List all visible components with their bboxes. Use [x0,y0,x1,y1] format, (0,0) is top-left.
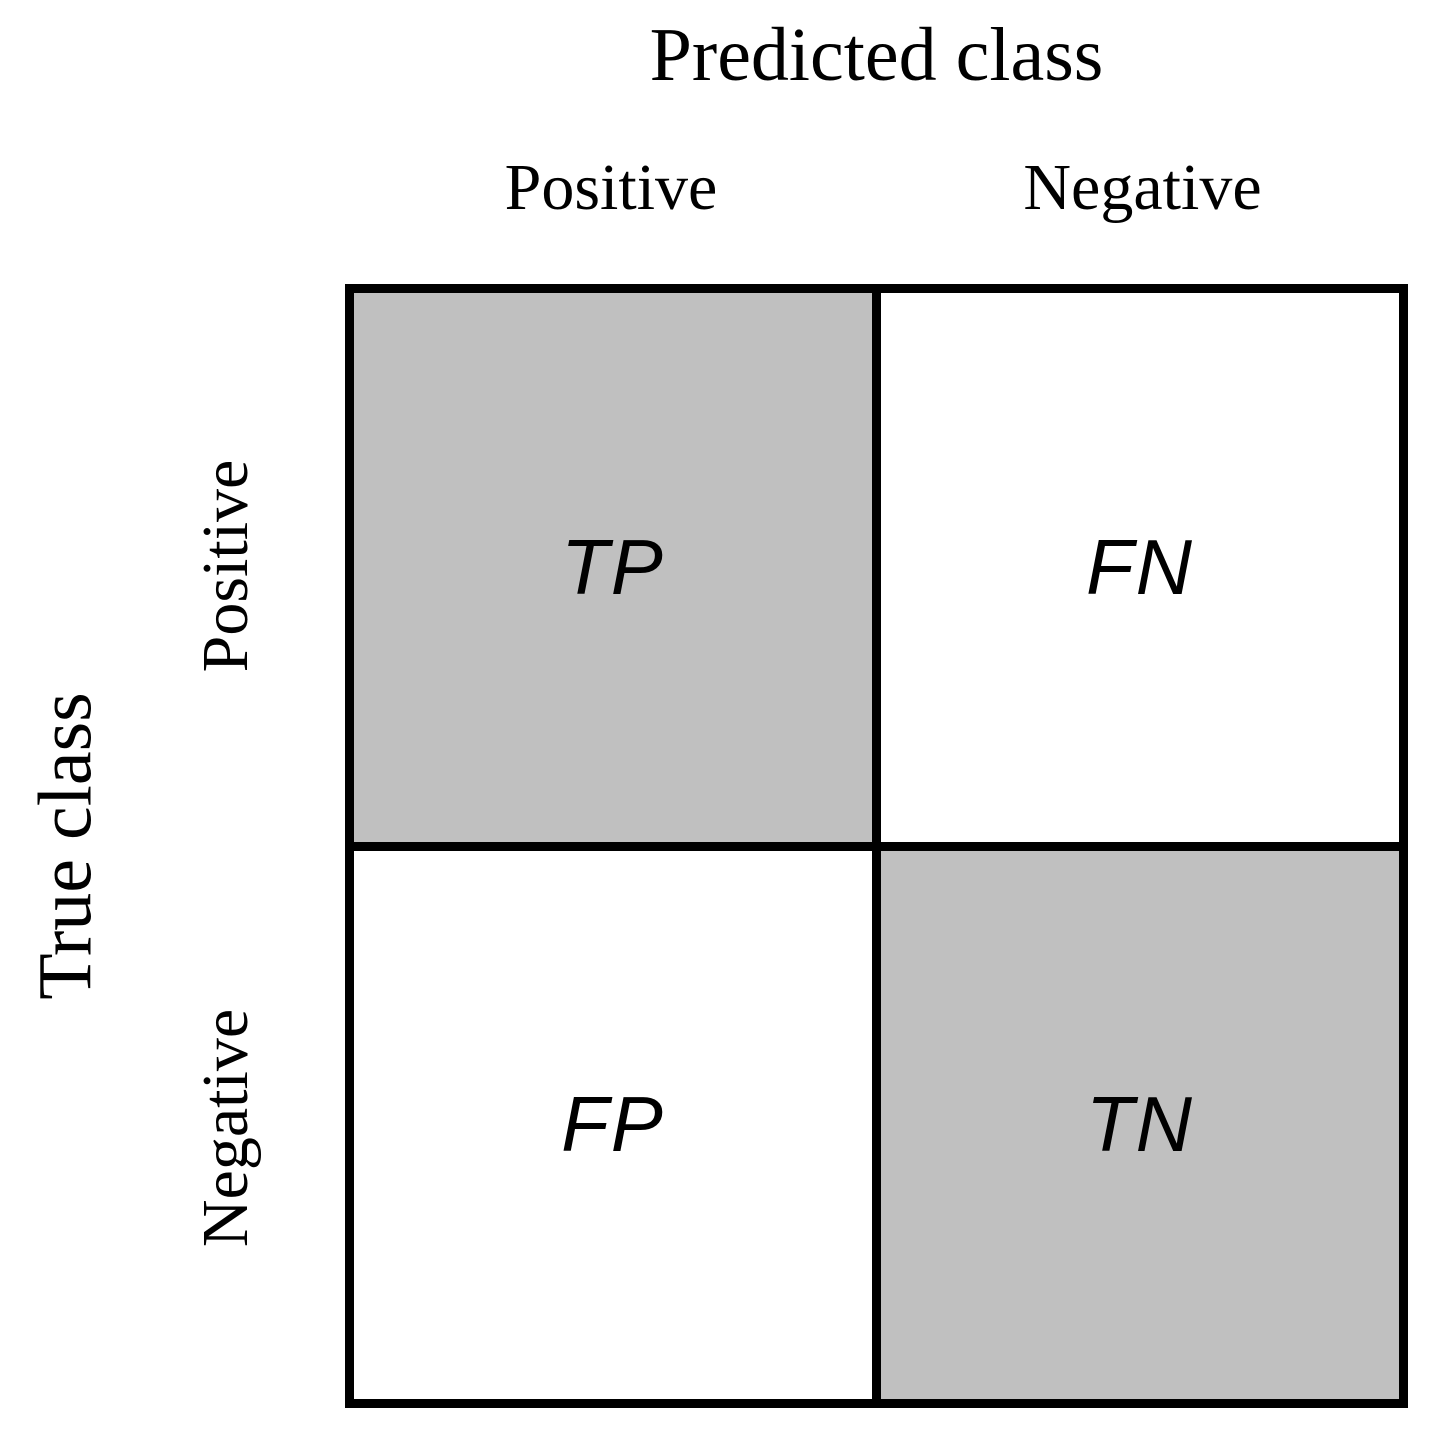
predicted-class-axis-title: Predicted class [649,13,1104,97]
matrix-grid: TP FN FP TN [345,284,1408,1408]
cell-true-negative: TN [881,850,1399,1399]
true-class-axis-title: True class [23,692,108,1000]
row-header-positive: Positive [189,459,262,673]
cell-true-positive: TP [354,293,872,842]
column-header-negative: Negative [1023,151,1262,224]
row-header-negative: Negative [189,1008,262,1248]
cell-false-negative: FN [881,293,1399,842]
column-header-positive: Positive [504,151,718,224]
cell-false-positive: FP [354,850,872,1399]
